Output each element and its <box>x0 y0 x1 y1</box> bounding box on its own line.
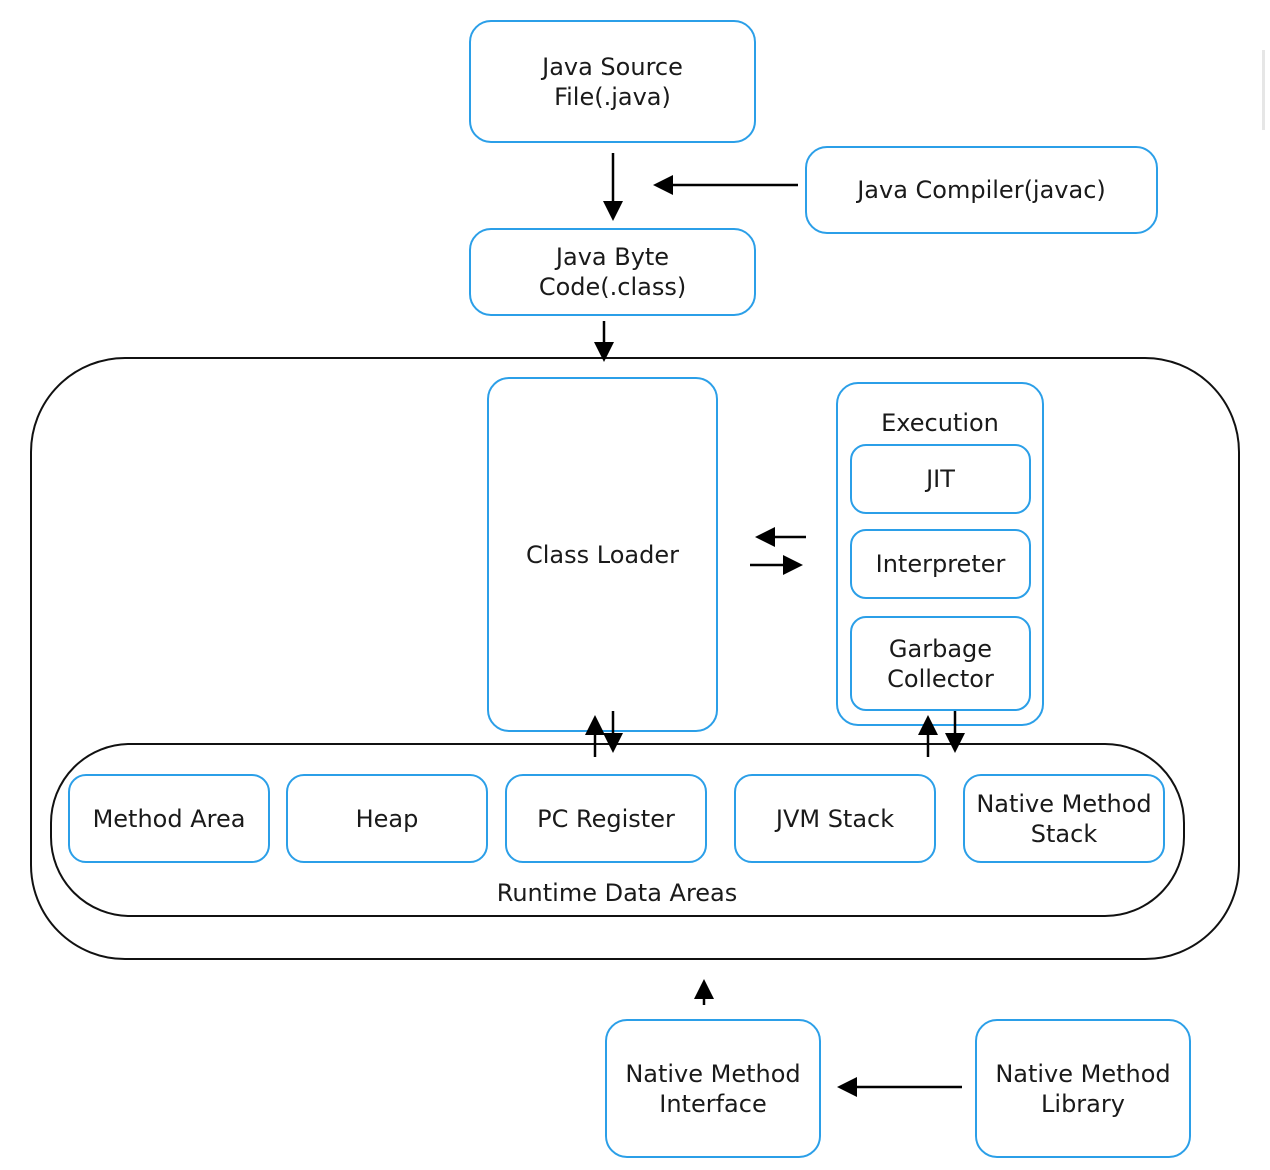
java-bytecode-label: Java Byte Code(.class) <box>538 243 687 301</box>
jit-label: JIT <box>926 465 955 493</box>
native-method-stack-label: Native Method Stack <box>976 789 1152 848</box>
native-method-library-node: Native Method Library <box>975 1019 1191 1158</box>
interpreter-label: Interpreter <box>875 550 1006 578</box>
execution-label: Execution <box>881 409 999 437</box>
class-loader-label: Class Loader <box>526 540 679 569</box>
heap-node: Heap <box>286 774 488 863</box>
garbage-collector-label: Garbage Collector <box>887 634 994 693</box>
java-bytecode-node: Java Byte Code(.class) <box>469 228 756 316</box>
jvm-container <box>30 357 1240 960</box>
garbage-collector-node: Garbage Collector <box>850 616 1031 711</box>
java-source-file-label: Java Source File(.java) <box>542 52 683 111</box>
java-source-file-node: Java Source File(.java) <box>469 20 756 143</box>
heap-label: Heap <box>355 804 419 833</box>
native-method-interface-node: Native Method Interface <box>605 1019 821 1158</box>
class-loader-node: Class Loader <box>487 377 718 732</box>
java-compiler-label: Java Compiler(javac) <box>857 176 1106 204</box>
jvm-stack-node: JVM Stack <box>734 774 936 863</box>
native-method-stack-node: Native Method Stack <box>963 774 1165 863</box>
method-area-label: Method Area <box>92 804 246 833</box>
edge-mark <box>1262 50 1265 130</box>
pc-register-label: PC Register <box>537 804 675 833</box>
java-compiler-node: Java Compiler(javac) <box>805 146 1158 234</box>
native-method-interface-label: Native Method Interface <box>625 1059 801 1118</box>
method-area-node: Method Area <box>68 774 270 863</box>
pc-register-node: PC Register <box>505 774 707 863</box>
native-method-library-label: Native Method Library <box>995 1059 1171 1118</box>
jit-node: JIT <box>850 444 1031 514</box>
runtime-data-areas-label: Runtime Data Areas <box>496 879 738 907</box>
jvm-stack-label: JVM Stack <box>775 804 895 833</box>
interpreter-node: Interpreter <box>850 529 1031 599</box>
